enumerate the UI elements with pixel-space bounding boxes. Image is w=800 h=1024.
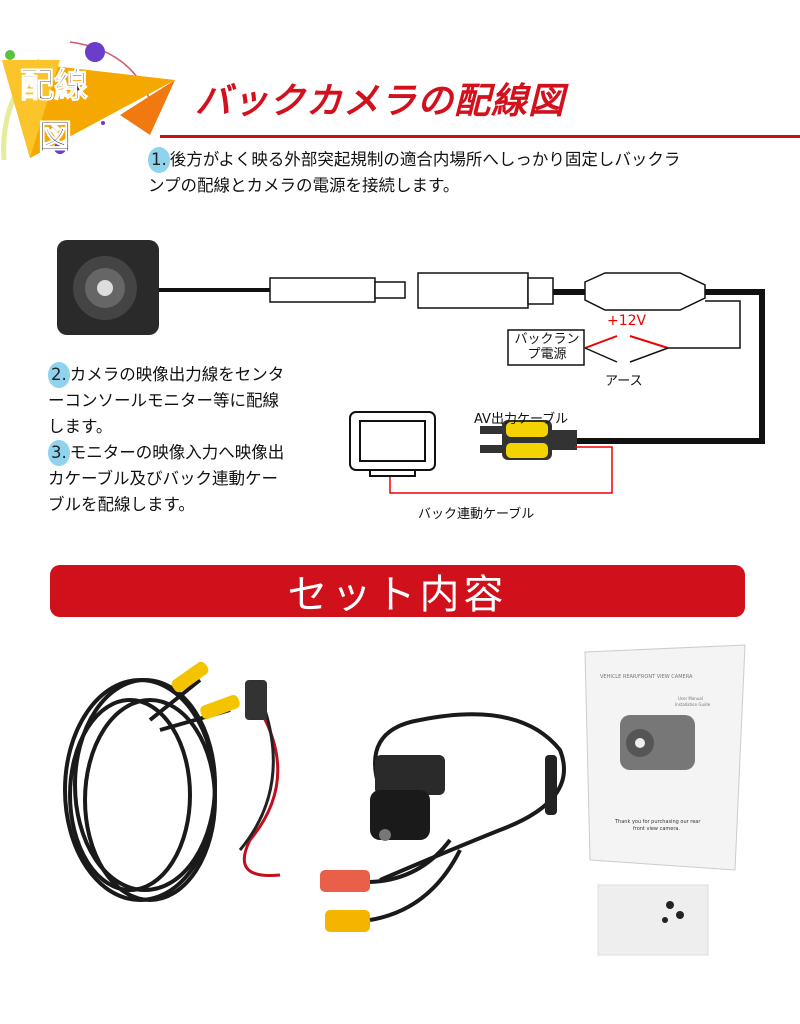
backlamp-power-label: バックラン プ電源 (512, 332, 582, 362)
av-cable-label: AV出力ケーブル (474, 412, 569, 427)
step-2: 2.カメラの映像出力線をセンタ ーコンソールモニター等に配線 します。 3.モニ… (48, 362, 284, 518)
title-divider (160, 135, 800, 138)
manual-footer2: front view camera. (633, 826, 680, 832)
camera-icon (57, 240, 159, 335)
label-line: バックラン (514, 332, 580, 347)
monitor-icon (349, 411, 436, 477)
step-text: カケーブル及びバック連動ケー (48, 469, 279, 488)
camera-with-cable-icon (320, 712, 566, 932)
badge-graphic-icon (1, 41, 175, 161)
step-text: ーコンソールモニター等に配線 (48, 391, 279, 410)
badge-line1: 配線 (20, 66, 89, 107)
step-number: 1. (148, 147, 170, 173)
reverse-cable-icon (238, 680, 281, 878)
wiring-diagram (57, 240, 765, 494)
step-text: ブルを配線します。 (48, 495, 195, 514)
badge-line2: 図 (38, 118, 73, 159)
banner-title: セット内容 (287, 572, 508, 618)
voltage-label: +12V (607, 313, 647, 329)
page-title: バックカメラの配線図 (195, 80, 566, 122)
step-1: 1.後方がよく映る外部突起規制の適合内場所へしっかり固定しバックラ ンプの配線と… (148, 147, 680, 199)
manual-sub2: Installation Guide (675, 702, 711, 707)
av-cable-coil-icon (63, 678, 231, 902)
step-text: 後方がよく映る外部突起規制の適合内場所へしっかり固定しバックラ (169, 150, 681, 169)
connector-male-icon (269, 277, 406, 303)
splitter-icon (584, 272, 706, 311)
ground-label: アース (605, 374, 643, 389)
step-text: カメラの映像出力線をセンタ (69, 365, 285, 384)
manual-header: VEHICLE REAR/FRONT VIEW CAMERA (600, 674, 693, 680)
reverse-cable-label: バック連動ケーブル (418, 507, 535, 522)
manual-icon (584, 644, 746, 871)
step-text: します。 (48, 417, 113, 436)
step-text: ンプの配線とカメラの電源を接続します。 (148, 176, 460, 195)
screws-bag-icon (597, 884, 709, 956)
rca-plugs-icon (480, 420, 577, 460)
step-number: 2. (48, 362, 70, 388)
step-text: モニターの映像入力へ映像出 (69, 443, 285, 462)
manual-footer1: Thank you for purchasing our rear (614, 819, 701, 825)
label-line: プ電源 (527, 347, 567, 362)
wiring-badge: 配線 図 (0, 40, 180, 165)
set-contents-banner: セット内容 (50, 565, 745, 618)
product-contents: VEHICLE REAR/FRONT VIEW CAMERA User Manu… (63, 644, 746, 956)
manual-sub1: User Manual (678, 696, 703, 701)
step-number: 3. (48, 440, 70, 466)
connector-female-icon (417, 272, 554, 309)
